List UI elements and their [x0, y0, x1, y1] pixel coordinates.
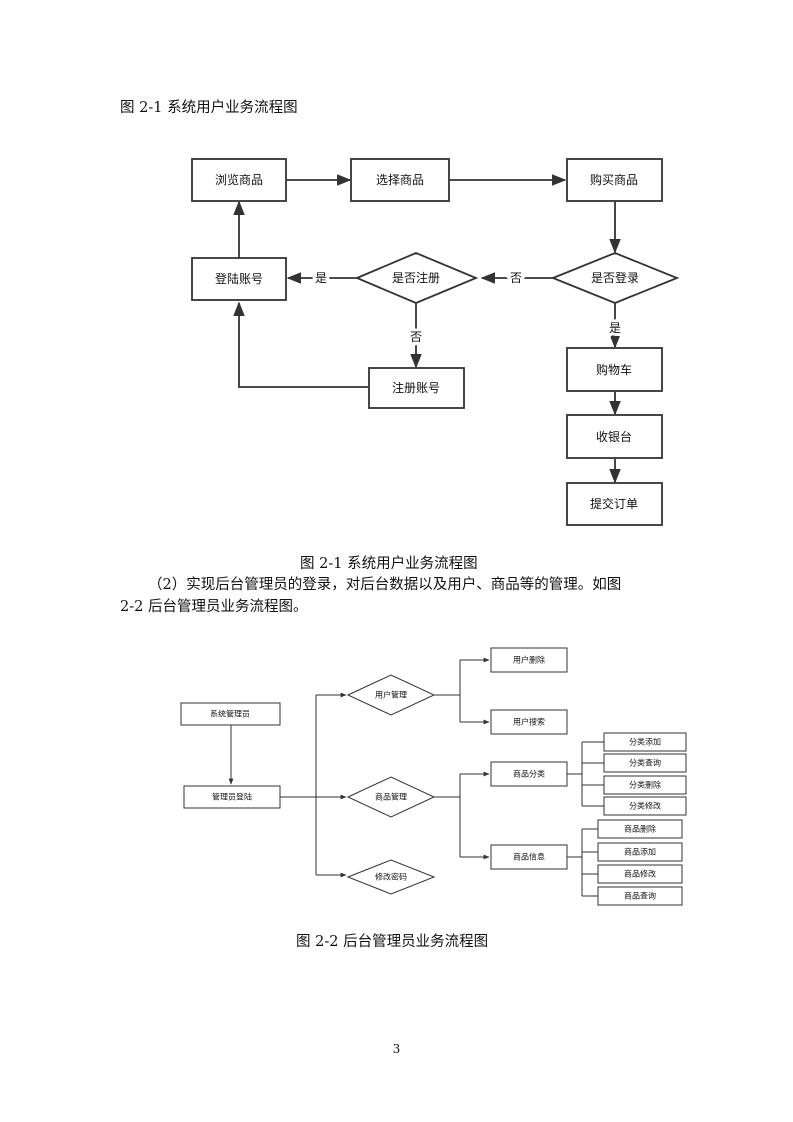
node-info-add	[597, 842, 683, 862]
node-cart	[566, 347, 663, 392]
label-yes-register: 是	[315, 271, 327, 285]
node-user-search	[490, 709, 568, 735]
label-no-login: 否	[510, 271, 522, 285]
node-info-query	[597, 886, 683, 906]
label-browse: 浏览商品	[215, 172, 263, 187]
label-info-delete: 商品删除	[624, 824, 656, 834]
label-info-add: 商品添加	[624, 847, 656, 857]
label-submit: 提交订单	[590, 496, 638, 511]
label-cart: 购物车	[596, 362, 632, 377]
node-info-delete	[597, 819, 683, 839]
label-cat-delete: 分类删除	[629, 780, 661, 790]
label-cat-edit: 分类修改	[629, 801, 661, 811]
node-cat-delete	[603, 775, 687, 795]
label-no-register: 否	[410, 330, 422, 344]
figure-2-2-caption: 图 2-2 后台管理员业务流程图	[296, 934, 489, 950]
figure-2-1-caption: 图 2-1 系统用户业务流程图	[300, 556, 478, 572]
node-cat-query	[603, 753, 687, 773]
label-goods-mgmt: 商品管理	[375, 792, 407, 802]
node-register-check	[354, 252, 479, 304]
label-checkout: 收银台	[596, 429, 632, 444]
label-info-edit: 商品修改	[624, 869, 656, 879]
figure-2-1	[191, 158, 680, 526]
label-select: 选择商品	[376, 172, 424, 187]
node-cat-edit	[603, 796, 687, 816]
node-browse	[191, 158, 287, 202]
label-cat-query: 分类查询	[629, 758, 661, 768]
node-login	[191, 257, 287, 301]
paragraph-line-1-text: （2）实现后台管理员的登录，对后台数据以及用户、商品等的管理。如图	[148, 577, 622, 593]
label-sysadmin: 系统管理员	[210, 709, 250, 719]
figure-2-1-text: 浏览商品 选择商品 购买商品 登陆账号 注册账号 购物车 收银台 提交订单 是否…	[215, 172, 639, 511]
label-login: 登陆账号	[215, 271, 263, 286]
label-user-search: 用户搜索	[513, 717, 545, 727]
node-user-delete	[490, 647, 568, 673]
label-admin-login: 管理员登陆	[212, 792, 252, 802]
label-user-delete: 用户删除	[513, 655, 545, 665]
label-cat-add: 分类添加	[629, 737, 661, 747]
page-number: 3	[392, 1042, 401, 1056]
label-goods-category: 商品分类	[513, 769, 545, 779]
node-change-pwd	[346, 859, 436, 895]
node-cat-add	[603, 732, 687, 752]
node-submit	[566, 482, 663, 526]
page-heading: 图 2-1 系统用户业务流程图	[120, 100, 298, 116]
node-select	[350, 158, 450, 202]
label-goods-info: 商品信息	[513, 852, 545, 862]
label-yes-login: 是	[609, 321, 621, 335]
label-register: 注册账号	[392, 380, 440, 395]
node-buy	[566, 158, 663, 202]
label-buy: 购买商品	[590, 172, 638, 187]
node-checkout	[566, 414, 663, 459]
figure-2-2	[180, 647, 687, 906]
paragraph-line-2: 2-2 后台管理员业务流程图。	[120, 599, 308, 615]
label-user-mgmt: 用户管理	[375, 690, 407, 700]
label-info-query: 商品查询	[624, 891, 656, 901]
label-change-pwd: 修改密码	[375, 872, 407, 882]
paragraph-line-1: （2）实现后台管理员的登录，对后台数据以及用户、商品等的管理。如图	[120, 574, 680, 596]
node-register	[368, 367, 465, 409]
label-register-check: 是否注册	[392, 270, 440, 285]
node-login-check	[550, 252, 680, 304]
arrow-register-login	[233, 301, 368, 388]
label-login-check: 是否登录	[591, 270, 639, 285]
body-paragraph: （2）实现后台管理员的登录，对后台数据以及用户、商品等的管理。如图 2-2 后台…	[120, 574, 680, 618]
figure-2-2-text: 系统管理员 管理员登陆 用户管理 商品管理 修改密码 用户删除 用户搜索 商品分…	[210, 655, 661, 901]
node-info-edit	[597, 864, 683, 884]
